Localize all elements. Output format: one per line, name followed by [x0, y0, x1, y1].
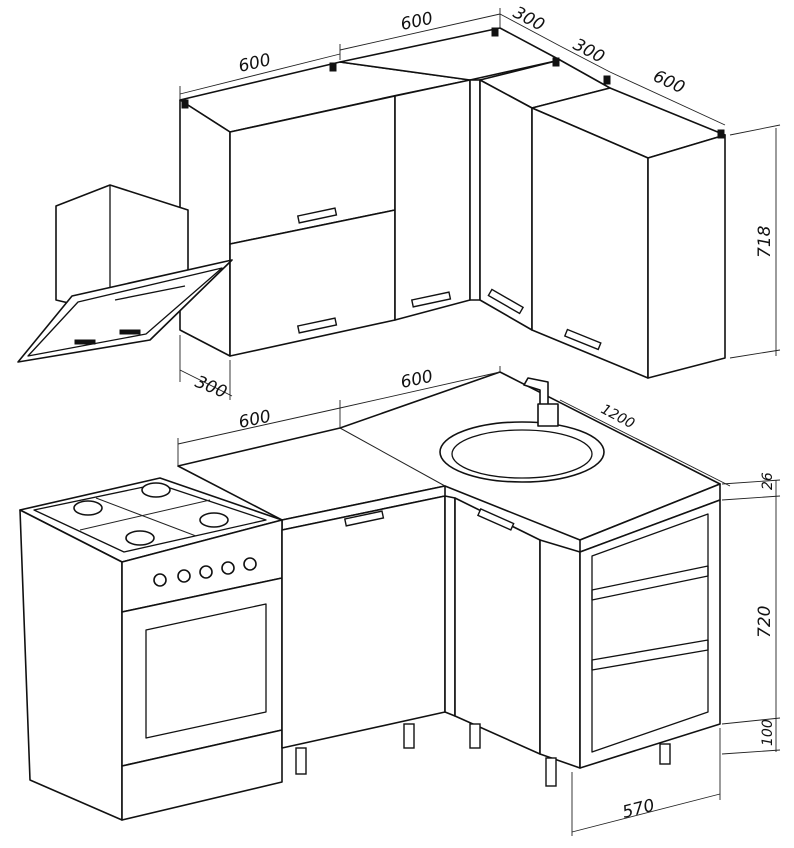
faucet-base — [537, 403, 559, 427]
sink-bowl — [439, 421, 605, 483]
door-handle — [343, 510, 385, 527]
burner — [125, 530, 155, 546]
edge-line — [721, 749, 781, 755]
upper-corner-panel — [469, 79, 481, 301]
cooktop-grate — [33, 483, 267, 553]
bracket — [491, 27, 499, 37]
edge-line — [559, 45, 611, 73]
knob — [153, 573, 167, 587]
door-handle — [410, 291, 452, 308]
edge-line — [114, 285, 186, 301]
grate-bar — [95, 497, 197, 537]
door-handle — [296, 317, 338, 334]
hood-control — [74, 339, 96, 345]
hood-control — [119, 329, 141, 335]
leg — [403, 723, 415, 749]
dim-upper-depth: 300 — [192, 372, 230, 403]
leg — [469, 723, 481, 749]
edge-line — [179, 369, 233, 397]
burner — [73, 500, 103, 516]
oven-window — [145, 603, 267, 739]
knob — [177, 569, 191, 583]
dim-upper-width-mid: 600 — [399, 9, 435, 35]
edge-line — [729, 349, 781, 359]
leg — [659, 743, 671, 765]
burner — [199, 512, 229, 528]
dim-upper-width-left: 600 — [237, 50, 273, 77]
knob — [243, 557, 257, 571]
shelf — [591, 639, 709, 671]
edge-line — [571, 793, 721, 833]
dim-leg-height: 100 — [760, 719, 776, 746]
door-handle — [563, 328, 602, 351]
dim-upper-corner-depth-a: 300 — [510, 3, 548, 36]
upper-corner-door — [394, 79, 471, 321]
dim-upper-corner-depth-b: 300 — [570, 35, 608, 68]
edge-line — [177, 407, 341, 445]
edge-line — [721, 495, 781, 501]
door-handle — [477, 508, 515, 531]
lower-side-panel — [539, 539, 581, 769]
door-handle — [296, 207, 338, 224]
leg — [545, 757, 557, 787]
open-shelf-inner — [591, 513, 709, 753]
door-handle — [487, 288, 525, 315]
range-hood — [17, 184, 233, 363]
upper-corner-right-door — [479, 79, 533, 331]
edge-line — [339, 427, 446, 487]
dimension-lines — [177, 8, 781, 836]
edge-line — [721, 479, 781, 485]
dim-lower-depth: 570 — [620, 796, 656, 823]
sink-inner — [451, 429, 593, 479]
edge-line — [729, 124, 781, 136]
hood-glass — [27, 267, 223, 357]
edge-line — [721, 717, 781, 725]
upper-cabinets — [179, 27, 726, 379]
upper-right-side — [647, 134, 726, 379]
bracket — [603, 75, 611, 85]
bracket — [552, 57, 560, 67]
leg — [295, 747, 307, 775]
stove — [19, 477, 283, 821]
stove-side — [19, 509, 123, 821]
grate-bar — [79, 499, 211, 531]
edge-line — [559, 399, 731, 487]
dim-lower-width-left: 600 — [237, 407, 273, 433]
bracket — [329, 62, 337, 72]
lower-cabinets — [281, 495, 721, 787]
dim-lower-width-mid: 600 — [399, 367, 435, 393]
dim-upper-height: 718 — [755, 225, 775, 258]
edge-line — [339, 13, 501, 51]
burner — [141, 482, 171, 498]
edge-line — [499, 13, 561, 47]
lower-left-door — [281, 495, 446, 749]
lower-corner-panel — [444, 495, 456, 717]
edge-line — [339, 371, 501, 409]
hood-panel — [17, 259, 233, 363]
knob — [221, 561, 235, 575]
stove-drawer — [121, 729, 283, 821]
open-shelf-frame — [579, 499, 721, 769]
lower-corner-door — [454, 497, 541, 755]
dim-lower-height: 720 — [755, 606, 775, 638]
bracket — [181, 99, 189, 109]
bracket — [717, 129, 725, 139]
edge-line — [179, 53, 341, 95]
shelf — [591, 565, 709, 601]
dim-worktop-thickness: 26 — [760, 472, 776, 490]
knob — [199, 565, 213, 579]
edge-line — [609, 71, 726, 126]
